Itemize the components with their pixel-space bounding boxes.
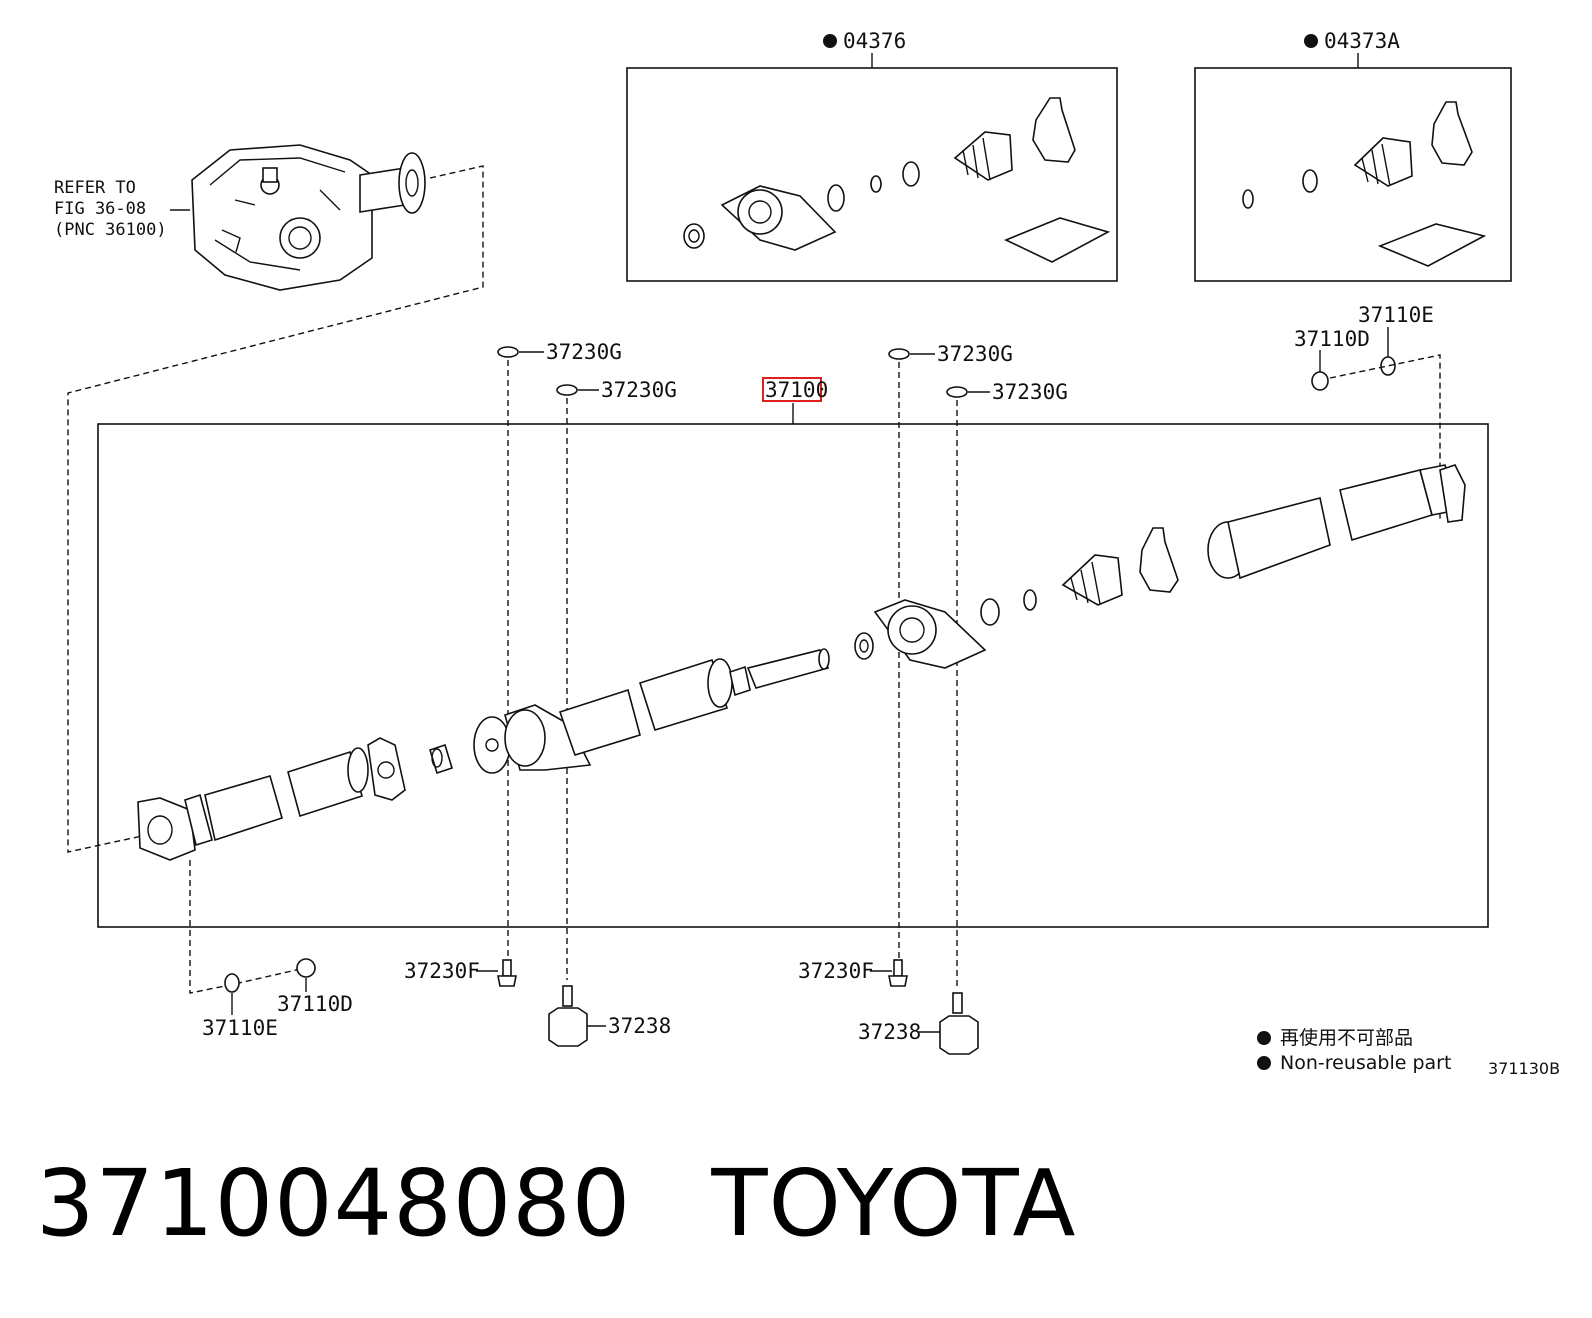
washer-label-right: 37110E bbox=[1358, 303, 1434, 327]
legend: 再使用不可部品 Non-reusable part 371130B bbox=[1257, 1027, 1560, 1078]
figure-code: 371130B bbox=[1488, 1059, 1560, 1078]
non-reusable-bullet-icon bbox=[823, 34, 837, 48]
legend-chinese: 再使用不可部品 bbox=[1280, 1027, 1413, 1049]
brand-name: TOYOTA bbox=[711, 1150, 1077, 1257]
nut-label-bottom-left: 37110D bbox=[277, 992, 353, 1016]
washer-label-bottom-left: 37110E bbox=[202, 1016, 278, 1040]
bearing-label-1: 37238 bbox=[608, 1014, 671, 1038]
upper-callouts: 37230G 37230G 37230G 37230G 37100 37110D… bbox=[497, 303, 1441, 990]
refer-note-line2: FIG 36-08 bbox=[54, 199, 146, 219]
differential-housing-illustration bbox=[191, 144, 426, 291]
kit-code-2: 04373A bbox=[1324, 29, 1400, 53]
nut-label-right: 37110D bbox=[1294, 327, 1370, 351]
refer-note-line3: (PNC 36100) bbox=[54, 220, 167, 240]
refer-note-line1: REFER TO bbox=[54, 178, 136, 198]
lower-callouts: 37110E 37110D 37230F 37238 37230F 37238 bbox=[189, 860, 979, 1055]
bolt-label-2: 37230F bbox=[798, 959, 874, 983]
part-footer: 3710048080 TOYOTA bbox=[36, 1150, 1157, 1257]
bolt-label-1: 37230F bbox=[404, 959, 480, 983]
assembly-box bbox=[97, 423, 1489, 928]
propeller-shaft-parts bbox=[137, 464, 1466, 861]
bearing-label-2: 37238 bbox=[858, 1020, 921, 1044]
non-reusable-bullet-icon bbox=[1257, 1031, 1271, 1045]
main-assembly-label: 37100 bbox=[765, 378, 828, 402]
part-number: 3710048080 bbox=[36, 1150, 632, 1257]
non-reusable-bullet-icon bbox=[1257, 1056, 1271, 1070]
legend-english: Non-reusable part bbox=[1280, 1052, 1451, 1074]
kit-box-04373a: 04373A bbox=[1194, 29, 1512, 282]
washer-label-1: 37230G bbox=[546, 340, 622, 364]
refer-note: REFER TO FIG 36-08 (PNC 36100) bbox=[54, 178, 190, 240]
washer-label-4: 37230G bbox=[992, 380, 1068, 404]
kit-box-04376: 04376 bbox=[626, 29, 1118, 282]
washer-label-3: 37230G bbox=[937, 342, 1013, 366]
non-reusable-bullet-icon bbox=[1304, 34, 1318, 48]
kit-code-1: 04376 bbox=[843, 29, 906, 53]
washer-label-2: 37230G bbox=[601, 378, 677, 402]
highlight-box bbox=[762, 377, 822, 402]
